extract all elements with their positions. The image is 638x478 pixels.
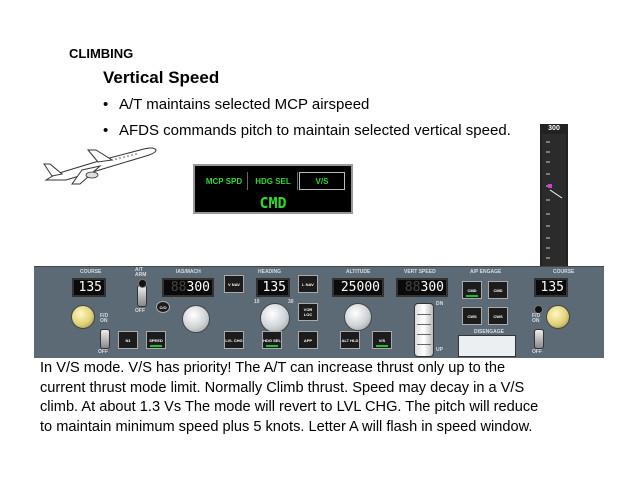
lvl-chg-button[interactable]: LVL CHG bbox=[224, 331, 244, 349]
course-left-display: 135 bbox=[72, 278, 106, 297]
paragraph-line: In V/S mode. V/S has priority! The A/T c… bbox=[40, 360, 506, 376]
alt-hld-button[interactable]: ALT HLD bbox=[340, 331, 360, 349]
vs-tape-scale bbox=[542, 134, 566, 266]
co-button[interactable]: C/O bbox=[156, 301, 170, 313]
label-ap-engage: A/P ENGAGE bbox=[470, 269, 502, 275]
fma-autopilot-status: CMD bbox=[259, 194, 287, 212]
label-fd-on-left: F/D ON bbox=[100, 313, 109, 324]
cmd-a-button[interactable]: CMD bbox=[462, 281, 482, 299]
label-altitude: ALTITUDE bbox=[346, 269, 371, 275]
lnav-button[interactable]: L NAV bbox=[298, 275, 318, 293]
label-up: UP bbox=[436, 347, 443, 353]
label-dn: DN bbox=[436, 301, 444, 307]
cws-b-button[interactable]: CWS bbox=[488, 307, 508, 325]
vert-speed-display: 88300 bbox=[396, 278, 448, 297]
label-at-arm: A/T ARM bbox=[135, 267, 147, 278]
at-arm-light bbox=[138, 279, 147, 288]
label-heading: HEADING bbox=[258, 269, 282, 275]
fma-roll-mode: HDG SEL bbox=[249, 172, 298, 190]
explanation-paragraph: In V/S mode. V/S has priority! The A/T c… bbox=[40, 359, 610, 437]
cmd-b-button[interactable]: CMD bbox=[488, 281, 508, 299]
vert-speed-wheel[interactable] bbox=[414, 303, 434, 357]
fd-left-switch[interactable] bbox=[100, 329, 110, 349]
speed-button[interactable]: SPEED bbox=[146, 331, 166, 349]
label-bank-30: 30 bbox=[288, 299, 294, 305]
heading-knob[interactable] bbox=[260, 303, 290, 333]
course-right-knob[interactable] bbox=[546, 305, 570, 329]
label-fd-on-right: F/D ON bbox=[532, 313, 541, 324]
airplane-icon bbox=[43, 147, 157, 185]
altitude-knob[interactable] bbox=[344, 303, 372, 331]
course-right-display: 135 bbox=[534, 278, 568, 297]
vnav-button[interactable]: V NAV bbox=[224, 275, 244, 293]
label-bank-10: 10 bbox=[254, 299, 260, 305]
fd-right-switch[interactable] bbox=[534, 329, 544, 349]
app-button[interactable]: APP bbox=[298, 331, 318, 349]
label-fd-off-right: OFF bbox=[532, 349, 542, 355]
altitude-display: 25000 bbox=[332, 278, 384, 297]
bullet-item: •AFDS commands pitch to maintain selecte… bbox=[103, 122, 511, 139]
label-vert-speed: VERT SPEED bbox=[404, 269, 436, 275]
cws-a-button[interactable]: CWS bbox=[462, 307, 482, 325]
speed-knob[interactable] bbox=[182, 305, 210, 333]
slide-heading: CLIMBING bbox=[69, 46, 134, 61]
course-left-knob[interactable] bbox=[71, 305, 95, 329]
mode-control-panel: COURSE A/T ARM IAS/MACH HEADING ALTITUDE… bbox=[34, 266, 604, 358]
vs-tape-top-value: 300 bbox=[548, 125, 560, 132]
fd-right-light bbox=[534, 305, 543, 314]
hdg-sel-button[interactable]: HDG SEL bbox=[262, 331, 282, 349]
vs-button[interactable]: V/S bbox=[372, 331, 392, 349]
label-fd-off-left: OFF bbox=[98, 349, 108, 355]
label-ias-mach: IAS/MACH bbox=[176, 269, 201, 275]
fma-speed-mode: MCP SPD bbox=[201, 172, 248, 190]
heading-display: 135 bbox=[256, 278, 290, 297]
vertical-speed-tape: 300 bbox=[540, 124, 568, 266]
at-arm-switch[interactable] bbox=[137, 285, 147, 307]
label-course-right: COURSE bbox=[553, 269, 575, 275]
bullet-item: •A/T maintains selected MCP airspeed bbox=[103, 96, 370, 113]
slide-subheading: Vertical Speed bbox=[103, 68, 220, 87]
paragraph-line: current thrust mode limit. Normally Clim… bbox=[40, 379, 525, 396]
paragraph-line: to maintain minimum speed plus 5 knots. … bbox=[40, 418, 533, 435]
disengage-bar[interactable] bbox=[458, 335, 516, 357]
ias-mach-display: 88300 bbox=[162, 278, 214, 297]
paragraph-line: climb. At about 1.3 Vs The mode will rev… bbox=[40, 399, 539, 415]
flight-mode-annunciator: MCP SPD HDG SEL V/S CMD bbox=[193, 164, 353, 214]
label-disengage: DISENGAGE bbox=[474, 329, 505, 335]
label-course-left: COURSE bbox=[80, 269, 102, 275]
n1-button[interactable]: N1 bbox=[118, 331, 138, 349]
vor-loc-button[interactable]: VOR LOC bbox=[298, 303, 318, 321]
label-off: OFF bbox=[135, 308, 145, 314]
fma-pitch-mode: V/S bbox=[299, 172, 345, 190]
